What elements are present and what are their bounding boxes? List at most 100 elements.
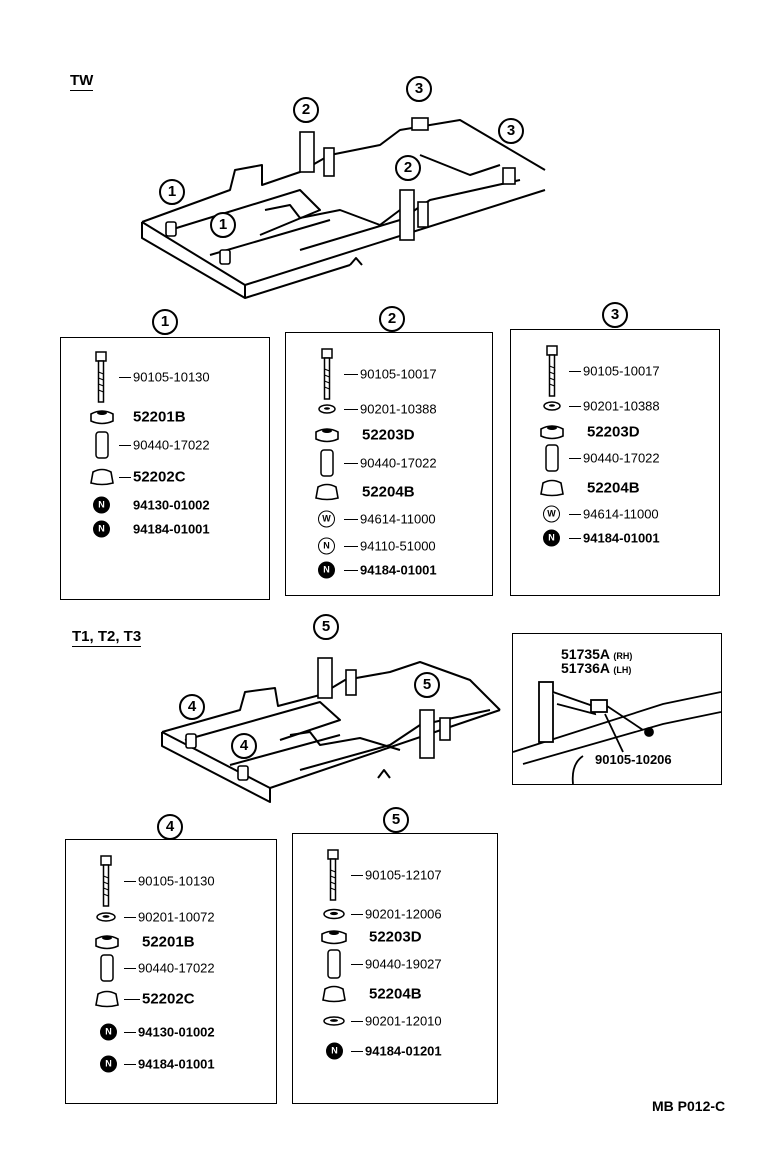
part-row: N 94184-01001	[66, 1053, 276, 1075]
part-row: 52203D	[293, 926, 497, 948]
callout-4-a: 4	[179, 694, 205, 720]
part-number: 94130-01002	[133, 497, 210, 513]
callout-3-b: 3	[498, 118, 524, 144]
group-3-box: 90105-10017 90201-10388 52203D 90440-170…	[510, 329, 720, 596]
part-number: 52204B	[362, 483, 415, 501]
part-number: 90440-17022	[133, 437, 210, 453]
cushion-low-icon	[322, 985, 346, 1003]
part-number: 90105-10130	[138, 873, 215, 889]
group-5-number: 5	[383, 807, 409, 833]
part-number: 90201-10388	[583, 398, 660, 414]
part-number: 52202C	[142, 990, 195, 1008]
part-number: 52201B	[142, 933, 195, 951]
nut-n-icon: N	[543, 529, 560, 547]
side-rh: (RH)	[613, 651, 633, 661]
part-number: 90440-17022	[583, 450, 660, 466]
nut-n-icon: N	[93, 496, 110, 514]
nut-w-icon: W	[543, 505, 560, 523]
part-number: 52201B	[133, 408, 186, 426]
part-row: N 94130-01002	[66, 1021, 276, 1043]
part-row: 90105-10017	[286, 348, 492, 400]
part-number: 90105-10130	[133, 369, 210, 385]
part-number: 52202C	[133, 468, 186, 486]
part-row: 90440-17022	[286, 449, 492, 477]
part-number: 94184-01001	[133, 521, 210, 537]
part-row: 90201-12006	[293, 903, 497, 925]
part-number: 52203D	[362, 426, 415, 444]
part-row: 52201B	[66, 931, 276, 953]
part-number: 90201-10388	[360, 401, 437, 417]
bolt-icon	[100, 855, 112, 907]
bracket-bolt-number: 90105-10206	[595, 752, 672, 767]
part-row: 52203D	[511, 421, 719, 443]
part-row: 52202C	[61, 466, 269, 488]
part-row: 90201-10388	[511, 395, 719, 417]
part-row: 90105-10130	[66, 855, 276, 907]
diagram-code: MB P012-C	[652, 1098, 726, 1114]
part-number: 90201-12010	[365, 1013, 442, 1029]
group-2-number: 2	[379, 306, 405, 332]
cushion-icon	[540, 425, 564, 440]
callout-1-b: 1	[210, 212, 236, 238]
washer-icon	[543, 401, 561, 411]
part-number: 90105-10017	[360, 366, 437, 382]
cushion-icon	[95, 935, 119, 950]
callout-4-b: 4	[231, 733, 257, 759]
section-heading-tw: TW	[70, 72, 94, 91]
side-lh: (LH)	[613, 665, 632, 675]
bolt-icon	[327, 849, 339, 901]
cushion-icon	[315, 428, 339, 443]
bracket-illustration	[513, 681, 721, 784]
part-row: 90105-12107	[293, 849, 497, 901]
cushion-low-icon	[95, 990, 119, 1008]
part-number: 94614-11000	[583, 506, 659, 522]
callout-2-b: 2	[395, 155, 421, 181]
part-row: 90440-17022	[66, 954, 276, 982]
part-row: W 94614-11000	[286, 508, 492, 530]
inset-bracket-box: 51735A (RH) 51736A (LH) 90105-10206	[512, 633, 722, 785]
part-number: 90201-12006	[365, 906, 442, 922]
callout-5-b: 5	[414, 672, 440, 698]
group-5-box: 90105-12107 90201-12006 52203D 90440-190…	[292, 833, 498, 1104]
collar-icon	[95, 431, 109, 459]
bracket-label-rh: 51735A (RH)	[561, 646, 633, 662]
callout-5-a: 5	[313, 614, 339, 640]
collar-icon	[327, 949, 341, 979]
nut-n-icon: N	[100, 1023, 117, 1041]
cushion-low-icon	[90, 468, 114, 486]
washer-icon	[318, 404, 336, 414]
nut-n-icon: N	[326, 1042, 343, 1060]
frame-diagram-t123	[161, 657, 501, 803]
cushion-low-icon	[540, 479, 564, 497]
collar-icon	[545, 444, 559, 472]
part-number: 90440-17022	[360, 455, 437, 471]
collar-icon	[100, 954, 114, 982]
part-number: 94184-01001	[360, 562, 437, 578]
bracket-label-lh: 51736A (LH)	[561, 660, 632, 676]
part-row: N 94184-01001	[286, 559, 492, 581]
part-row: 52202C	[66, 988, 276, 1010]
part-number: 52203D	[587, 423, 640, 441]
callout-3-a: 3	[406, 76, 432, 102]
part-row: 52204B	[286, 481, 492, 503]
nut-w-icon: W	[318, 510, 335, 528]
part-number: 90440-19027	[365, 956, 442, 972]
callout-2-a: 2	[293, 97, 319, 123]
part-number: 52203D	[369, 928, 422, 946]
part-row: 90201-12010	[293, 1010, 497, 1032]
washer-icon	[96, 912, 116, 922]
part-row: 52201B	[61, 406, 269, 428]
part-number: 52204B	[369, 985, 422, 1003]
collar-icon	[320, 449, 334, 477]
part-row: 90440-17022	[61, 431, 269, 459]
part-number: 94614-11000	[360, 511, 436, 527]
nut-n-icon: N	[318, 561, 335, 579]
part-row: 90440-19027	[293, 949, 497, 979]
part-row: 52204B	[293, 983, 497, 1005]
part-number: 52204B	[587, 479, 640, 497]
part-row: N 94130-01002	[61, 494, 269, 516]
part-row: N 94110-51000	[286, 535, 492, 557]
part-row: 90105-10017	[511, 345, 719, 397]
nut-n-icon: N	[100, 1055, 117, 1073]
part-number: 90201-10072	[138, 909, 215, 925]
